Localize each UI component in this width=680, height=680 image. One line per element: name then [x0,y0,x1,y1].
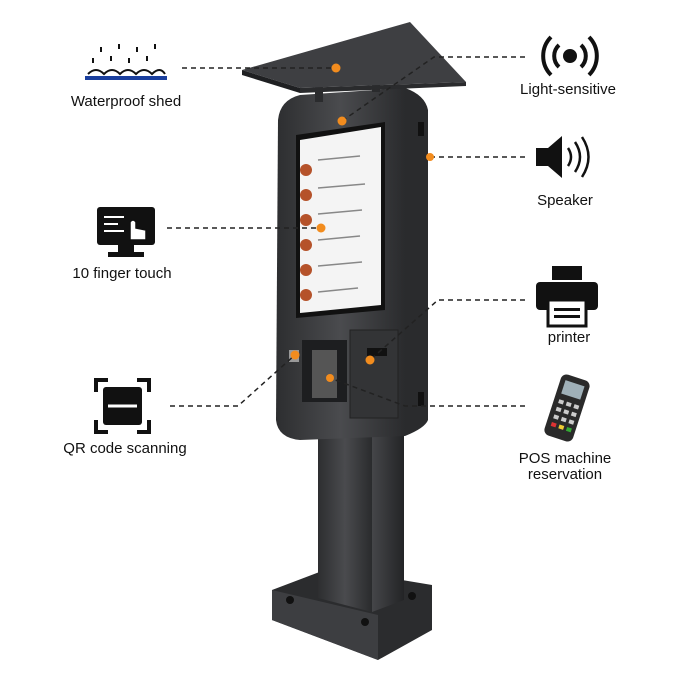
waterproof-shed [242,22,466,102]
qr-scanning-label: QR code scanning [63,440,187,457]
speaker-label: Speaker [537,192,593,209]
feature-markers [290,63,434,382]
touch-screen[interactable] [300,127,381,313]
kiosk-body [276,88,428,440]
printer-icon [536,266,598,328]
light-sensitive-label: Light-sensitive [520,81,616,98]
waterproof-shed-label: Waterproof shed [70,93,182,110]
speaker-icon [536,136,590,178]
pos-label-line2: reservation [527,466,603,483]
printer-label: printer [547,329,591,346]
touch-label: 10 finger touch [72,265,172,282]
qr-scan-icon [94,378,151,434]
touch-monitor-icon [97,207,155,257]
rain-shed-icon [85,44,167,80]
pos-terminal-icon [544,374,590,442]
leader-lines [167,56,525,407]
light-sensor-icon [541,35,599,77]
kiosk-pillar [318,405,404,612]
pos-label-line1: POS machine [518,450,612,467]
